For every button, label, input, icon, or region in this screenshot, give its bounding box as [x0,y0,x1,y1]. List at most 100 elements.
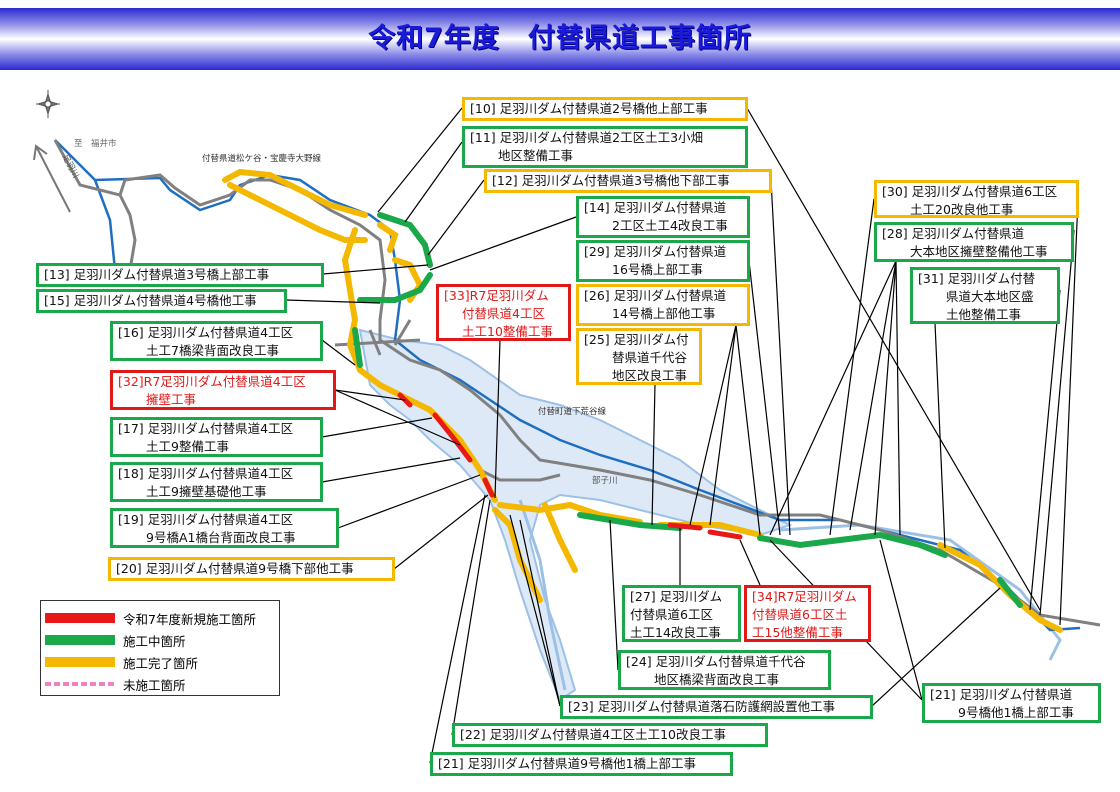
label-31: [31] 足羽川ダム付替県道大本地区盛土他整備工事 [910,267,1060,324]
page-title: 令和7年度 付替県道工事箇所 [368,23,752,54]
label-text: 擁壁工事 [146,392,197,407]
route-top-label: 付替県道松ケ谷・宝慶寺大野線 [202,154,322,164]
label-text: 土工14改良工事 [630,625,721,640]
label-text: 地区改良工事 [612,368,688,383]
route-new [397,392,743,540]
label-text: [27] 足羽川ダム [630,589,723,604]
label-text: [15] 足羽川ダム付替県道4号橋他工事 [44,293,257,308]
label-10: [10] 足羽川ダム付替県道2号橋他上部工事 [462,97,748,121]
legend-item-ongoing: 施工中箇所 [45,631,186,649]
label-17: [17] 足羽川ダム付替県道4工区土工9整備工事 [110,417,323,457]
label-21-bottom: [21] 足羽川ダム付替県道9号橋他1橋上部工事 [430,752,733,776]
label-text: [33]R7足羽川ダム [444,288,549,303]
legend-item-planned: 未施工箇所 [45,675,186,693]
label-12: [12] 足羽川ダム付替県道3号橋他下部工事 [484,169,772,193]
reservoir-area [358,328,793,702]
label-text: 付替県道4工区 [462,306,545,321]
to-fukui-label: 至 福井市 [74,139,117,149]
route-ongoing [352,212,1023,608]
label-text: [14] 足羽川ダム付替県道 [584,200,727,215]
label-text: 2工区土工4改良工事 [612,218,728,233]
legend-swatch [45,635,115,645]
label-text: [24] 足羽川ダム付替県道千代谷 [626,654,806,669]
label-text: [21] 足羽川ダム付替県道 [930,687,1073,702]
label-28: [28] 足羽川ダム付替県道大本地区擁壁整備他工事 [874,222,1074,262]
label-text: 地区整備工事 [498,148,574,163]
legend-label: 施工完了箇所 [123,655,199,671]
legend-swatch [45,657,115,667]
direction-arrow [33,144,71,213]
label-text: [22] 足羽川ダム付替県道4工区土工10改良工事 [460,727,726,742]
label-text: [20] 足羽川ダム付替県道9号橋下部他工事 [116,561,354,576]
label-text: 9号橋A1橋台背面改良工事 [146,530,296,545]
label-text: [16] 足羽川ダム付替県道4工区 [118,325,294,340]
label-14: [14] 足羽川ダム付替県道 2工区土工4改良工事 [576,196,750,238]
legend-swatch [45,613,115,623]
label-18: [18] 足羽川ダム付替県道4工区土工9擁壁基礎他工事 [110,462,323,502]
label-text: 土他整備工事 [946,307,1022,322]
river-branch [518,499,1062,691]
label-text: [19] 足羽川ダム付替県道4工区 [118,512,294,527]
label-25: [25] 足羽川ダム付替県道千代谷地区改良工事 [576,328,702,385]
label-text: 9号橋他1橋上部工事 [958,705,1074,720]
legend-item-new: 令和7年度新規施工箇所 [45,609,256,627]
label-text: 県道大本地区盛 [946,289,1034,304]
label-29: [29] 足羽川ダム付替県道 16号橋上部工事 [576,240,750,282]
label-text: 土工9整備工事 [146,439,229,454]
label-text: [13] 足羽川ダム付替県道3号橋上部工事 [44,267,270,282]
route-mid-label: 付替町道下荒谷線 [538,407,607,417]
label-16: [16] 足羽川ダム付替県道4工区土工7橋梁背面改良工事 [110,321,323,361]
label-13: [13] 足羽川ダム付替県道3号橋上部工事 [36,263,324,287]
label-text: 付替県道6工区 [630,607,713,622]
legend-item-done: 施工完了箇所 [45,653,198,671]
label-text: [32]R7足羽川ダム付替県道4工区 [118,374,306,389]
label-text: [25] 足羽川ダム付 [584,332,689,347]
label-33: [33]R7足羽川ダム付替県道4工区土工10整備工事 [436,284,571,341]
label-text: 土工7橋梁背面改良工事 [146,343,279,358]
label-text: [18] 足羽川ダム付替県道4工区 [118,466,294,481]
label-text: [29] 足羽川ダム付替県道 [584,244,727,259]
existing-road [53,139,1101,627]
title-banner: 令和7年度 付替県道工事箇所 [0,8,1120,70]
label-27: [27] 足羽川ダム付替県道6工区土工14改良工事 [622,585,741,642]
label-text: [30] 足羽川ダム付替県道6工区 [882,184,1058,199]
legend-swatch [45,682,115,686]
label-text: [10] 足羽川ダム付替県道2号橋他上部工事 [470,101,708,116]
label-text: 14号橋上部他工事 [612,306,716,321]
label-19: [19] 足羽川ダム付替県道4工区 9号橋A1橋台背面改良工事 [110,508,339,548]
compass-icon [36,90,60,118]
label-text: 土工20改良他工事 [910,202,1014,217]
label-text: 地区橋梁背面改良工事 [654,672,780,687]
label-34: [34]R7足羽川ダム付替県道6工区土工15他整備工事 [744,585,871,642]
label-32: [32]R7足羽川ダム付替県道4工区擁壁工事 [110,370,336,410]
label-15: [15] 足羽川ダム付替県道4号橋他工事 [36,289,287,313]
label-text: [17] 足羽川ダム付替県道4工区 [118,421,294,436]
legend-label: 未施工箇所 [123,677,186,693]
label-text: [26] 足羽川ダム付替県道 [584,288,727,303]
label-11: [11] 足羽川ダム付替県道2工区土工3小畑地区整備工事 [462,126,748,168]
label-text: 付替県道6工区土 [752,607,848,622]
label-text: [11] 足羽川ダム付替県道2工区土工3小畑 [470,130,704,145]
label-text: 土工9擁壁基礎他工事 [146,484,267,499]
label-text: [28] 足羽川ダム付替県道 [882,226,1025,241]
label-text: 替県道千代谷 [612,350,688,365]
label-26: [26] 足羽川ダム付替県道 14号橋上部他工事 [576,284,750,326]
label-text: 工15他整備工事 [752,625,843,640]
legend-label: 令和7年度新規施工箇所 [123,611,256,627]
label-23: [23] 足羽川ダム付替県道落石防護網設置他工事 [560,695,873,719]
label-text: 16号橋上部工事 [612,262,703,277]
label-text: [12] 足羽川ダム付替県道3号橋他下部工事 [492,173,730,188]
label-text: [31] 足羽川ダム付替 [918,271,1036,286]
label-22: [22] 足羽川ダム付替県道4工区土工10改良工事 [452,723,768,747]
label-21-right: [21] 足羽川ダム付替県道 9号橋他1橋上部工事 [922,683,1101,723]
label-text: [21] 足羽川ダム付替県道9号橋他1橋上部工事 [438,756,697,771]
label-20: [20] 足羽川ダム付替県道9号橋下部他工事 [108,557,395,581]
label-30: [30] 足羽川ダム付替県道6工区土工20改良他工事 [874,180,1079,218]
legend-label: 施工中箇所 [123,633,186,649]
legend: 令和7年度新規施工箇所 施工中箇所 施工完了箇所 未施工箇所 [40,600,280,696]
river-heko-label: 部子川 [592,476,618,486]
label-text: [34]R7足羽川ダム [752,589,857,604]
label-text: [23] 足羽川ダム付替県道落石防護網設置他工事 [568,699,836,714]
label-text: 土工10整備工事 [462,324,553,339]
